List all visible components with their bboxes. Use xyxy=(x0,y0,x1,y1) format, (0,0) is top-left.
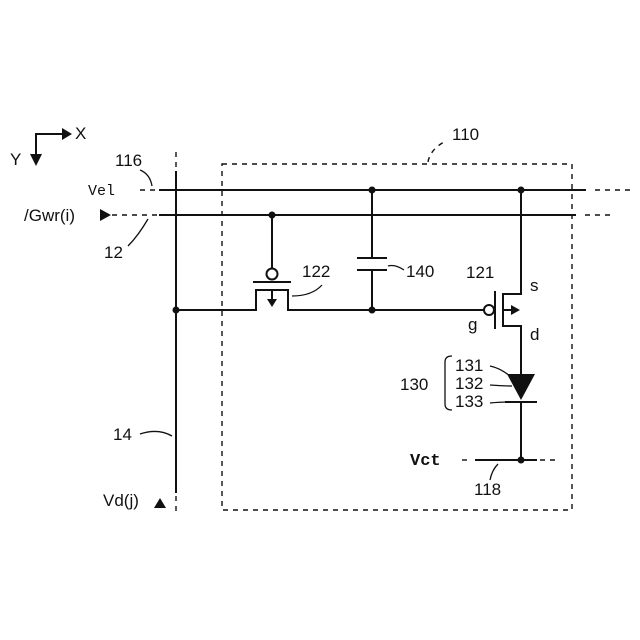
drive-transistor-source-label: s xyxy=(530,276,539,295)
drive-transistor-gate-bubble xyxy=(484,305,494,315)
pixel-ref-label: 110 xyxy=(452,125,479,144)
light-emitter: 130 131 132 133 xyxy=(400,356,536,460)
light-emitter-layer-2: 132 xyxy=(455,374,483,393)
drive-transistor-body-arrow-icon xyxy=(511,305,520,315)
pixel-circuit-boundary: 110 xyxy=(222,125,572,510)
light-emitter-ref: 130 xyxy=(400,375,428,394)
common-line-ref-leader xyxy=(490,464,498,480)
drive-transistor-ref: 121 xyxy=(466,263,494,282)
power-line-ref-leader xyxy=(140,170,152,186)
y-axis-label: Y xyxy=(10,150,21,169)
scan-line-name: /Gwr(i) xyxy=(24,206,75,225)
light-emitter-layer-1-leader xyxy=(490,366,510,376)
capacitor: 140 xyxy=(358,187,434,314)
x-axis-label: X xyxy=(75,124,86,143)
light-emitter-layer-1: 131 xyxy=(455,356,483,375)
common-line-ref: 118 xyxy=(474,480,501,499)
power-line: Vel 116 xyxy=(88,151,630,200)
write-transistor-ref-leader xyxy=(292,285,322,296)
axis-indicator: X Y xyxy=(10,124,86,169)
write-transistor-ref: 122 xyxy=(302,262,330,281)
write-transistor-gate-bubble xyxy=(267,269,278,280)
common-line: Vct 118 xyxy=(410,452,556,499)
capacitor-ref: 140 xyxy=(406,262,434,281)
data-line-name: Vd(j) xyxy=(103,491,139,510)
data-line-ref: 14 xyxy=(113,425,132,444)
common-line-junction xyxy=(518,457,525,464)
scan-line-ref: 12 xyxy=(104,243,123,262)
light-emitter-diode-icon xyxy=(507,374,535,400)
x-axis-arrow-icon xyxy=(62,128,72,140)
pixel-ref-leader xyxy=(428,142,444,162)
data-line-ref-leader xyxy=(140,431,172,436)
data-line-arrow-icon xyxy=(154,498,166,508)
light-emitter-layer-3: 133 xyxy=(455,392,483,411)
data-line: Vd(j) 14 xyxy=(103,152,180,516)
scan-line-ref-leader xyxy=(128,219,148,246)
drive-transistor-gate-label: g xyxy=(468,315,477,334)
y-axis-arrow-icon xyxy=(30,154,42,166)
capacitor-bottom-junction xyxy=(369,307,376,314)
light-emitter-layer-2-leader xyxy=(490,385,512,386)
scan-line-arrow-icon xyxy=(100,209,111,221)
light-emitter-bracket xyxy=(445,356,452,410)
common-line-name: Vct xyxy=(410,452,441,471)
write-transistor-gate-junction xyxy=(269,212,276,219)
power-line-ref: 116 xyxy=(115,151,142,170)
scan-line: /Gwr(i) 12 xyxy=(24,206,610,262)
capacitor-ref-leader xyxy=(388,266,404,271)
write-transistor: 122 xyxy=(176,212,490,311)
power-line-name: Vel xyxy=(88,183,115,200)
drive-transistor-drain-label: d xyxy=(530,325,539,344)
write-transistor-body-arrow-icon xyxy=(267,299,277,307)
